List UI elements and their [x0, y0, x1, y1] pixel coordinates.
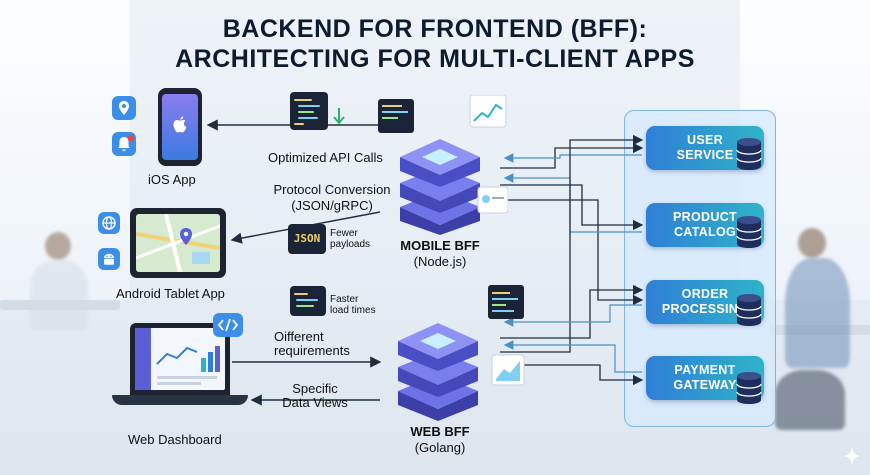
- specific-data-views-line-1: Specific: [292, 381, 338, 396]
- code-snippet-card-middle: [290, 286, 326, 316]
- arrow-mobile-bff-to-order-processing: [500, 199, 644, 306]
- arrow-services-to-web-bff-2: [503, 340, 642, 373]
- protocol-conversion-line-1: Protocol Conversion: [273, 182, 391, 197]
- arrow-services-to-mobile-bff-2: [503, 173, 642, 233]
- title-line-1: BACKEND FOR FRONTEND (BFF):: [222, 15, 648, 43]
- different-requirements-line-1: Oifferent: [274, 329, 324, 344]
- database-icon: [736, 372, 762, 404]
- ios-app-label: iOS App: [148, 172, 196, 187]
- payment-gateway-line-1: PAYMENT: [674, 363, 736, 377]
- json-badge-card: JSON: [288, 224, 326, 254]
- faster-load-times-label: Faster load times: [330, 294, 376, 316]
- arrow-mobile-bff-to-product-catalog: [500, 184, 644, 231]
- json-badge-text: JSON: [293, 232, 321, 245]
- background-person-right: [785, 258, 850, 368]
- optimized-api-calls-label: Optimized API Calls: [268, 150, 383, 165]
- arrow-web-bff-to-user-service: [500, 134, 644, 353]
- different-requirements-line-2: requirements: [274, 343, 350, 358]
- user-service-line-2: SERVICE: [676, 148, 734, 162]
- background-person-left-head: [45, 232, 71, 260]
- background-person-right-legs: [775, 370, 845, 430]
- payment-gateway-line-2: GATEWAY: [673, 378, 737, 392]
- order-processing-line-1: ORDER: [681, 287, 729, 301]
- sparkle-icon: [843, 447, 861, 465]
- location-pin-icon: [112, 96, 136, 120]
- mobile-bff-name: MOBILE BFF: [400, 238, 480, 253]
- code-snippet-card-top: [290, 92, 328, 130]
- web-bff-tech: (Golang): [414, 440, 466, 455]
- specific-data-views-label: Specific Data Views: [280, 382, 350, 410]
- title-line-2: ARCHITECTING FOR MULTI-CLIENT APPS: [175, 45, 695, 73]
- background-person-left: [30, 260, 88, 330]
- laptop-base: [112, 395, 248, 405]
- android-tablet-app-label: Android Tablet App: [116, 286, 225, 301]
- android-icon: [98, 248, 120, 270]
- apple-icon: [172, 116, 188, 134]
- user-service-line-1: USER: [687, 133, 723, 147]
- mobile-bff-server-icon: [378, 95, 508, 235]
- product-catalog-line-1: PRODUCT: [673, 210, 737, 224]
- database-icon: [736, 294, 762, 326]
- globe-icon: [98, 212, 120, 234]
- android-tablet-device: [130, 208, 226, 278]
- protocol-conversion-label: Protocol Conversion (JSON/gRPC): [262, 182, 402, 214]
- iphone-device: [158, 88, 202, 166]
- web-bff-server-icon: [398, 285, 525, 421]
- arrow-services-to-mobile-bff-1: [503, 153, 642, 163]
- laptop-device: [130, 323, 230, 395]
- product-catalog-line-2: CATALOG: [673, 225, 737, 239]
- arrow-web-bff-to-payment-gateway: [500, 364, 644, 386]
- database-icon: [736, 138, 762, 170]
- mobile-bff-tech: (Node.js): [413, 254, 467, 269]
- fewer-payloads-line-1: Fewer: [330, 228, 358, 239]
- tablet-map-screen: [135, 213, 221, 273]
- faster-load-times-line-1: Faster: [330, 294, 359, 305]
- background-person-right-head: [798, 228, 826, 258]
- web-dashboard-label: Web Dashboard: [128, 432, 222, 447]
- web-bff-name: WEB BFF: [410, 424, 470, 439]
- notification-bell-icon: [112, 132, 136, 156]
- different-requirements-label: Oifferent requirements: [274, 330, 350, 358]
- code-brackets-icon: [213, 313, 243, 337]
- faster-load-times-line-2: load times: [330, 305, 376, 316]
- laptop-screen: [135, 328, 225, 390]
- specific-data-views-line-2: Data Views: [282, 395, 348, 410]
- download-arrow-icon: [333, 108, 345, 125]
- arrow-services-to-web-bff-1: [503, 304, 642, 327]
- fewer-payloads-label: Fewer payloads: [330, 228, 370, 250]
- database-icon: [736, 216, 762, 248]
- protocol-conversion-line-2: (JSON/gRPC): [291, 198, 373, 213]
- arrow-web-bff-to-order-processing: [500, 284, 644, 339]
- order-processing-line-2: PROCESSING: [661, 302, 749, 316]
- fewer-payloads-line-2: payloads: [330, 239, 371, 250]
